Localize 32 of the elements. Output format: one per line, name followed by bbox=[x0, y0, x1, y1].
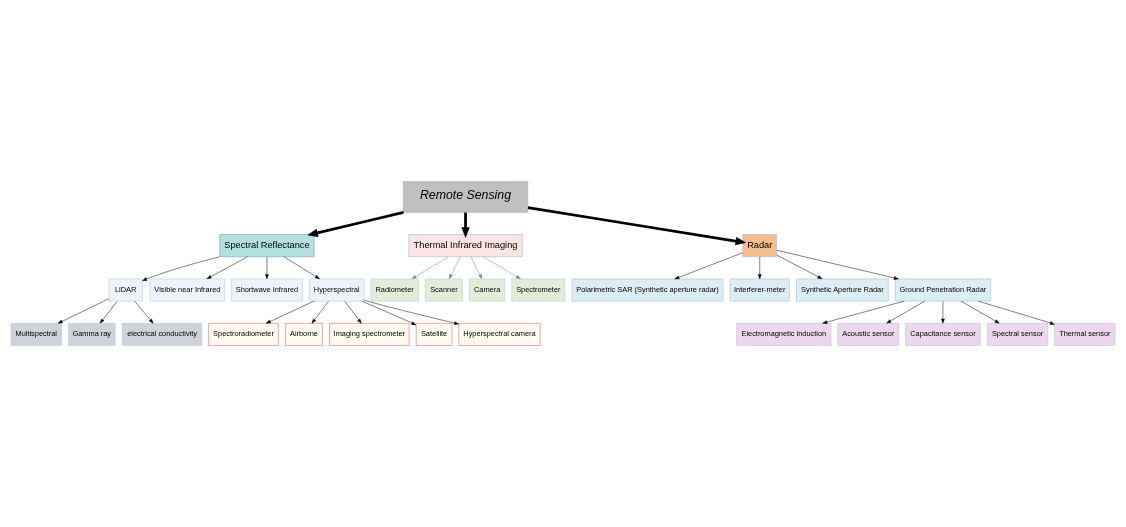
arrow bbox=[674, 252, 743, 280]
arrow bbox=[57, 298, 110, 324]
arrow bbox=[311, 301, 329, 324]
arrow bbox=[960, 300, 1000, 324]
arrow bbox=[265, 256, 269, 280]
arrow bbox=[134, 301, 154, 324]
arrow bbox=[283, 256, 320, 280]
arrow bbox=[307, 211, 404, 237]
arrow bbox=[411, 256, 449, 280]
arrow bbox=[449, 256, 461, 280]
arrow bbox=[776, 250, 899, 280]
arrow bbox=[822, 300, 905, 324]
node-box: Spectral Reflectance bbox=[219, 234, 315, 258]
arrow bbox=[470, 256, 483, 280]
arrow bbox=[361, 300, 417, 326]
node-box: Thermal Infrared Imaging bbox=[408, 234, 523, 258]
arrow bbox=[483, 256, 521, 280]
arrow bbox=[363, 299, 459, 325]
arrow bbox=[758, 256, 762, 280]
arrow bbox=[776, 254, 823, 280]
arrow bbox=[886, 300, 925, 324]
node-box: Radar bbox=[742, 234, 778, 258]
arrow bbox=[142, 256, 220, 281]
arrow bbox=[527, 206, 747, 246]
arrow bbox=[265, 300, 315, 324]
arrow bbox=[344, 301, 362, 324]
arrow bbox=[977, 300, 1055, 325]
arrow bbox=[461, 212, 470, 239]
arrow bbox=[941, 301, 945, 324]
arrow bbox=[206, 256, 248, 280]
node-box: Remote Sensing bbox=[402, 181, 529, 213]
arrow bbox=[99, 301, 118, 324]
